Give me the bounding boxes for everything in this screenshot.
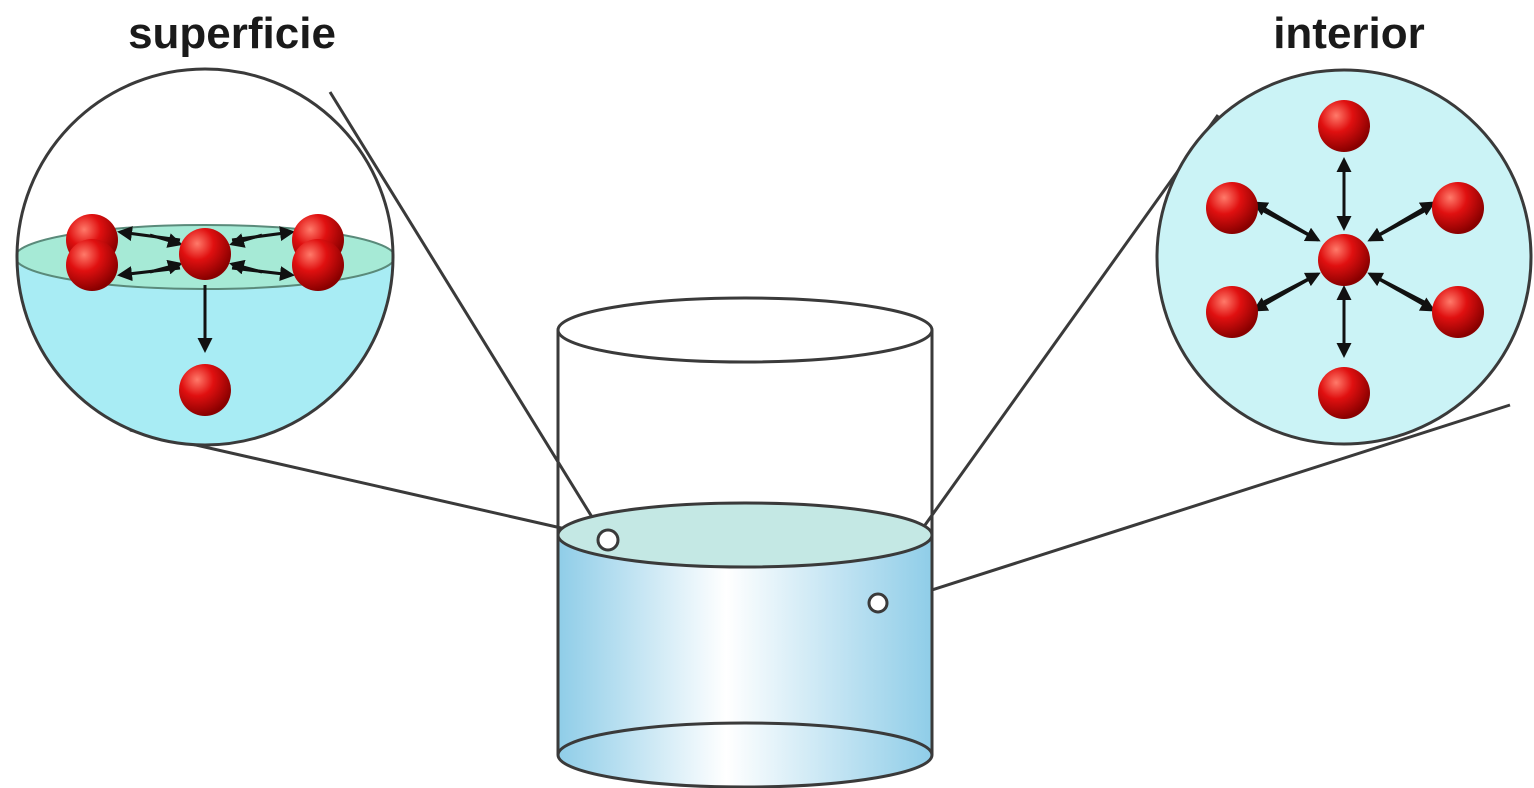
connector-line (129, 428, 571, 532)
molecule-icon (1432, 182, 1484, 234)
interior-molecules (1206, 100, 1484, 419)
molecule-icon (1206, 286, 1258, 338)
surface-label: superficie (128, 9, 336, 58)
molecule-icon (179, 364, 231, 416)
connector-line (328, 91, 602, 531)
connector-lines (129, 91, 1511, 607)
force-arrow (229, 259, 263, 275)
force-arrow (1261, 208, 1321, 242)
beaker-water (558, 535, 932, 787)
surface-force-arrows (117, 226, 295, 353)
interior-force-arrows (1252, 157, 1436, 358)
molecule-icon (1206, 182, 1258, 234)
force-arrow (1261, 272, 1321, 305)
force-arrow (149, 233, 183, 248)
surface-point-marker (596, 528, 620, 552)
surface-molecules (66, 214, 344, 416)
molecule-icon (1432, 286, 1484, 338)
molecule-icon (179, 228, 231, 280)
molecule-icon (292, 239, 344, 291)
force-arrow (1367, 272, 1427, 305)
force-arrow (149, 259, 183, 275)
force-arrow (1367, 208, 1427, 242)
beaker (556, 296, 934, 788)
molecule-icon (66, 239, 118, 291)
molecule-icon (1318, 234, 1370, 286)
interior-label: interior (1273, 9, 1425, 58)
beaker-top-rim (556, 296, 934, 364)
interior-zoom-circle (1155, 68, 1533, 446)
interior-point-marker (867, 592, 889, 614)
connector-line (884, 403, 1511, 607)
force-arrow (229, 233, 263, 248)
molecule-icon (1318, 100, 1370, 152)
connector-line (873, 114, 1220, 596)
molecule-icon (1318, 367, 1370, 419)
